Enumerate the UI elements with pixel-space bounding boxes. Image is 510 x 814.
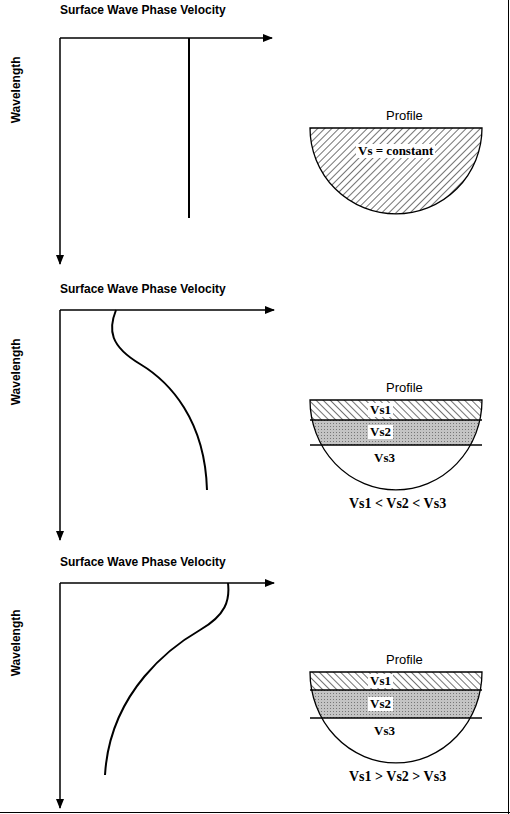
velocity-label: Vs3 <box>372 724 397 738</box>
axes <box>60 310 274 540</box>
axis-title: Surface Wave Phase Velocity <box>60 4 226 18</box>
velocity-relation: Vs1 < Vs2 < Vs3 <box>349 496 446 512</box>
frame-line <box>508 0 509 814</box>
velocity-label: Vs = constant <box>356 144 435 158</box>
profile-halfspace <box>310 128 482 214</box>
dispersion-curve <box>112 310 207 490</box>
velocity-label: Vs2 <box>368 697 393 711</box>
dispersion-curve <box>188 38 190 218</box>
soil-layer: Vs1 <box>310 672 482 690</box>
soil-layer: Vs3 <box>310 718 482 763</box>
axes <box>60 38 272 264</box>
profile: ProfileVs1Vs2Vs3 <box>310 672 482 763</box>
soil-layer: Vs2 <box>310 690 482 718</box>
profile-halfspace: ProfileVs = constant <box>310 128 482 214</box>
soil-layer: Vs2 <box>310 420 482 445</box>
axis-title: Surface Wave Phase Velocity <box>60 556 226 570</box>
profile: ProfileVs1Vs2Vs3 <box>310 400 482 490</box>
velocity-label: Vs2 <box>368 425 393 439</box>
profile-heading: Profile <box>386 109 423 124</box>
frame-line <box>0 812 510 813</box>
velocity-label: Vs1 <box>368 403 393 417</box>
axis-title: Wavelength <box>10 338 24 405</box>
axis-title: Wavelength <box>10 609 24 676</box>
dispersion-curve <box>105 583 228 775</box>
layer-fills <box>310 400 482 495</box>
axes <box>60 583 274 808</box>
soil-layer: Vs1 <box>310 400 482 420</box>
axis-title: Surface Wave Phase Velocity <box>60 283 226 297</box>
axis-title: Wavelength <box>10 56 24 123</box>
layer-fills <box>310 672 482 768</box>
velocity-label: Vs1 <box>368 674 393 688</box>
velocity-relation: Vs1 > Vs2 > Vs3 <box>349 769 446 785</box>
layer-boundaries <box>310 400 482 490</box>
profile-heading: Profile <box>386 381 423 396</box>
profile-heading: Profile <box>386 653 423 668</box>
soil-layer: Vs3 <box>310 445 482 490</box>
velocity-label: Vs3 <box>372 451 397 465</box>
layer-boundaries <box>310 672 482 763</box>
